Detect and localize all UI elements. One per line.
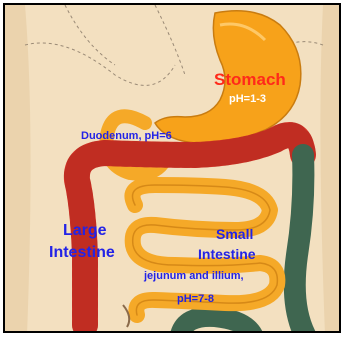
- small-intestine-label-line2: Intestine: [198, 247, 256, 261]
- large-intestine-label-line2: Intestine: [49, 245, 115, 261]
- small-intestine-label-line1: Small: [216, 227, 253, 241]
- right-torso-shade: [320, 5, 341, 333]
- descending-colon-shape: [295, 155, 305, 333]
- left-torso-shade: [5, 5, 31, 333]
- small-intestine-label-line3: jejunum and illium,: [144, 271, 244, 282]
- small-intestine-ph-label: pH=7-8: [177, 294, 214, 305]
- figure-frame: Stomach pH=1-3 Duodenum, pH=6 Large Inte…: [3, 3, 341, 333]
- duodenum-label: Duodenum, pH=6: [81, 131, 172, 142]
- stomach-label: Stomach: [214, 71, 286, 88]
- stomach-ph-label: pH=1-3: [229, 94, 266, 105]
- large-intestine-label-line1: Large: [63, 223, 107, 239]
- digestive-system-illustration: [5, 5, 341, 333]
